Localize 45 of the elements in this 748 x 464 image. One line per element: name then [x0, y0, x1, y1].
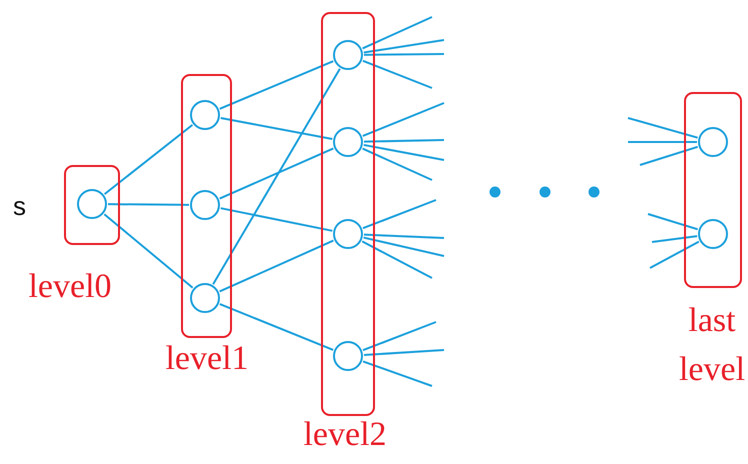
node-label: s	[13, 193, 26, 219]
connector-line	[362, 321, 436, 352]
connector-line	[364, 139, 444, 143]
connector-line	[212, 68, 341, 285]
node-circle	[698, 219, 728, 249]
level-label: level1	[164, 339, 250, 379]
node-circle	[698, 127, 728, 157]
connector-line	[362, 60, 432, 89]
connector-line	[650, 240, 700, 269]
connector-line	[219, 60, 334, 110]
connector-line	[640, 146, 698, 166]
connector-line	[219, 148, 334, 200]
node-circle	[333, 40, 363, 70]
connector-line	[363, 236, 444, 257]
connector-line	[364, 234, 444, 239]
connector-line	[364, 39, 444, 54]
node-circle	[190, 283, 220, 313]
level-label: level2	[302, 415, 388, 455]
connector-line	[628, 141, 697, 143]
level-label: level0	[27, 267, 113, 307]
connector-line	[219, 240, 334, 292]
node-circle	[333, 219, 363, 249]
connector-line	[108, 203, 190, 206]
connector-line	[104, 124, 194, 195]
connector-line	[364, 349, 444, 356]
node-circle	[190, 190, 220, 220]
connector-line	[219, 303, 334, 351]
level-label: last level	[678, 301, 746, 390]
node-circle	[333, 127, 363, 157]
connector-line	[362, 199, 436, 230]
connector-line	[652, 235, 698, 243]
connector-line	[648, 213, 698, 230]
connector-line	[104, 213, 194, 289]
node-circle	[333, 341, 363, 371]
connector-line	[220, 116, 332, 140]
connector-line	[362, 102, 444, 137]
connector-line	[628, 117, 698, 139]
connector-line	[362, 148, 432, 181]
connector-line	[364, 144, 444, 161]
connector-line	[220, 207, 333, 232]
connector-line	[362, 360, 432, 387]
connector-line	[364, 53, 444, 56]
node-circle	[190, 100, 220, 130]
connector-line	[362, 16, 432, 50]
connector-line	[362, 240, 432, 279]
